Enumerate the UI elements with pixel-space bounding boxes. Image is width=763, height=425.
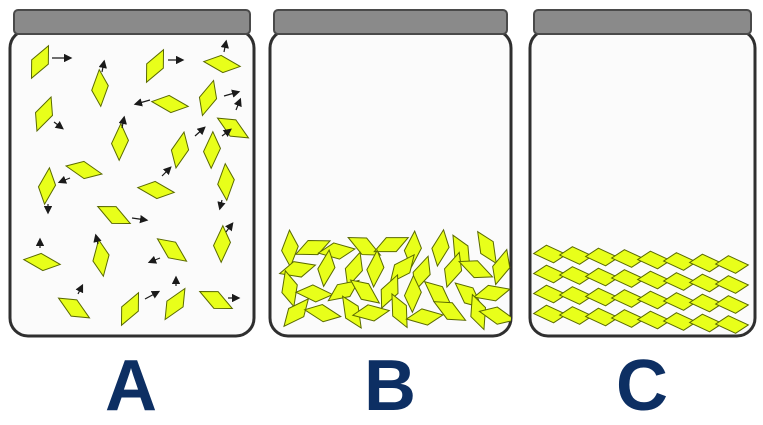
jar-b-lid [274,10,507,34]
jar-a-lid [14,10,250,34]
jar-a-label: A [105,346,157,425]
jar-c: C [530,10,755,425]
jar-b-label: B [364,346,416,425]
jar-c-body [530,30,755,336]
jar-b: B [270,10,518,425]
jar-c-lid [534,10,751,34]
jar-a: A [10,10,254,425]
jar-c-label: C [616,346,668,425]
